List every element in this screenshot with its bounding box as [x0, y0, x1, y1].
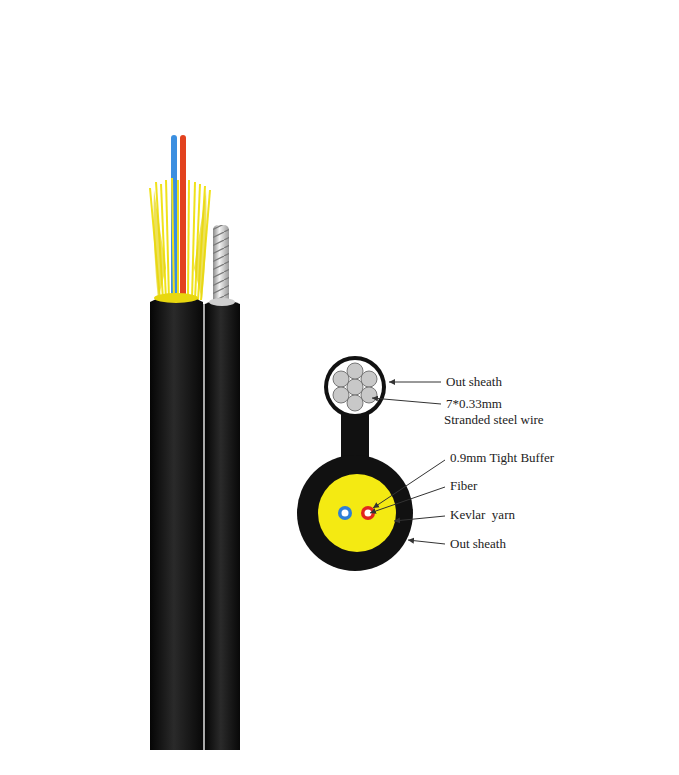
- cross-section: [297, 356, 413, 571]
- callout-label: 0.9mm Tight Buffer: [450, 450, 554, 465]
- callout-label: Fiber: [450, 478, 477, 493]
- callout-label: Out sheath: [446, 374, 502, 389]
- leader-lines: [370, 382, 445, 544]
- callout-label: 7*0.33mm: [446, 396, 502, 411]
- blue-fiber: [171, 135, 177, 305]
- callout-label: Stranded steel wire: [444, 412, 544, 427]
- kevlar-yarn: [150, 178, 210, 300]
- callout-label: Out sheath: [450, 536, 506, 551]
- steel-wire: [213, 225, 229, 310]
- callout-label: Kevlar yarn: [450, 507, 515, 522]
- red-fiber: [180, 135, 186, 305]
- main-jacket: [150, 295, 203, 750]
- messenger-jacket: [205, 300, 240, 750]
